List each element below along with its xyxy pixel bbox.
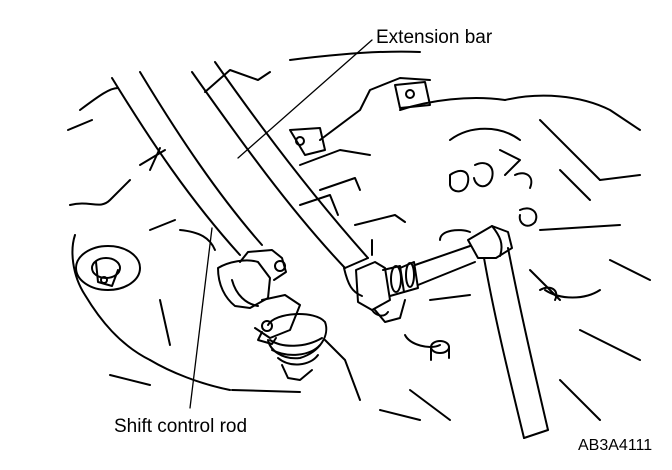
rod-socket — [355, 245, 476, 323]
leader-line-shift-control-rod — [189, 227, 213, 409]
transmission-housing — [67, 50, 651, 421]
universal-joint — [217, 249, 301, 345]
figure-code: AB3A4111 — [578, 437, 653, 454]
shift-lever — [467, 225, 549, 439]
extension-bar — [111, 61, 369, 297]
shift-control-rod-label: Shift control rod — [114, 416, 248, 437]
shift-control-rod-boot — [267, 313, 328, 381]
extension-bar-label: Extension bar — [376, 27, 493, 48]
leader-line-extension-bar — [237, 39, 373, 159]
leader-lines — [189, 39, 373, 409]
stud — [430, 340, 450, 361]
mount-bolt — [75, 245, 141, 291]
